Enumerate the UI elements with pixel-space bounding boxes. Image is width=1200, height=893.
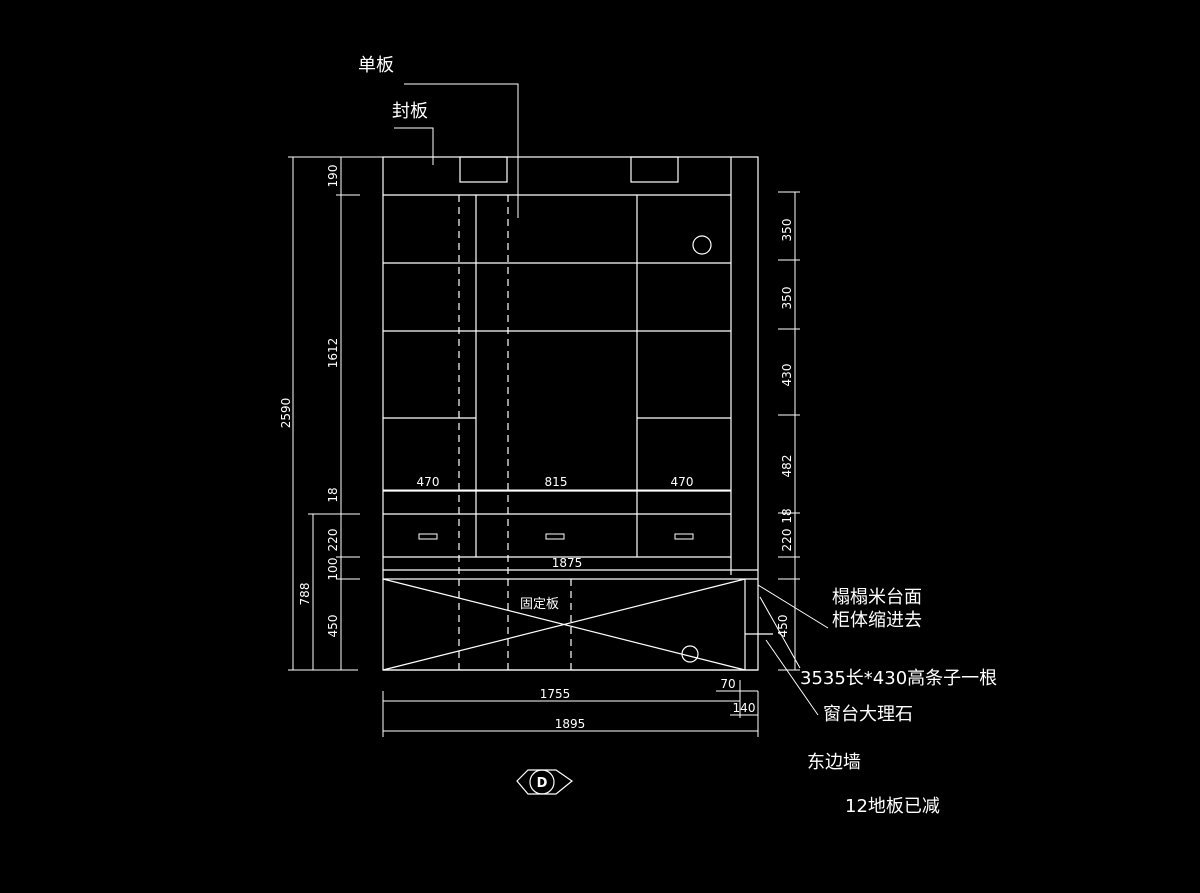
- top-box-left: [459, 156, 508, 183]
- dim-1612: 1612: [326, 338, 340, 369]
- dim-1755: 1755: [540, 687, 571, 701]
- hole-circle-top: [692, 235, 712, 255]
- dim-350-b: 350: [780, 287, 794, 310]
- handle-left: [418, 533, 438, 540]
- dim-1875: 1875: [552, 556, 583, 570]
- dim-100-left: 100: [326, 558, 340, 581]
- label-fixed-board: 固定板: [520, 597, 559, 612]
- label-tatami-top: 榻榻米台面: [832, 587, 922, 608]
- label-sealing-board: 封板: [392, 101, 428, 122]
- view-marker-frame: [516, 769, 574, 795]
- handle-mid: [545, 533, 565, 540]
- dim-18-right: 18: [780, 508, 794, 523]
- dim-1895: 1895: [555, 717, 586, 731]
- top-box-right: [630, 156, 679, 183]
- label-floor-note: 12地板已减: [845, 796, 940, 817]
- dim-220-left: 220: [326, 529, 340, 552]
- dim-430: 430: [780, 364, 794, 387]
- label-strip-note: 3535长*430高条子一根: [800, 668, 997, 689]
- label-window-marble: 窗台大理石: [823, 704, 913, 725]
- dim-18-left: 18: [326, 487, 340, 502]
- leader-sealing-board: [394, 127, 434, 165]
- dim-470-left: 470: [417, 475, 440, 489]
- view-marker: D: [516, 769, 574, 795]
- dim-190: 190: [326, 165, 340, 188]
- dim-350-a: 350: [780, 219, 794, 242]
- hole-circle-bottom: [681, 645, 699, 663]
- dim-482: 482: [780, 455, 794, 478]
- dim-815: 815: [545, 475, 568, 489]
- label-east-wall: 东边墙: [807, 752, 861, 773]
- label-single-board: 单板: [358, 55, 394, 76]
- cross-2: [382, 578, 746, 671]
- dim-450-left: 450: [326, 615, 340, 638]
- dim-470-right: 470: [671, 475, 694, 489]
- handle-right: [674, 533, 694, 540]
- leader-marble: [765, 639, 819, 716]
- view-marker-circle: [529, 769, 555, 795]
- leader-tatami: [757, 584, 829, 629]
- dim-70: 70: [720, 677, 735, 691]
- view-marker-letter: D: [537, 776, 548, 791]
- dim-450-right: 450: [776, 615, 790, 638]
- leader-strip: [759, 596, 801, 669]
- leader-single-board: [404, 83, 519, 218]
- label-cabinet-recess: 柜体缩进去: [832, 610, 922, 631]
- dim-2590: 2590: [279, 398, 293, 429]
- dim-788: 788: [298, 583, 312, 606]
- dim-140: 140: [733, 701, 756, 715]
- dim-220-right: 220: [780, 529, 794, 552]
